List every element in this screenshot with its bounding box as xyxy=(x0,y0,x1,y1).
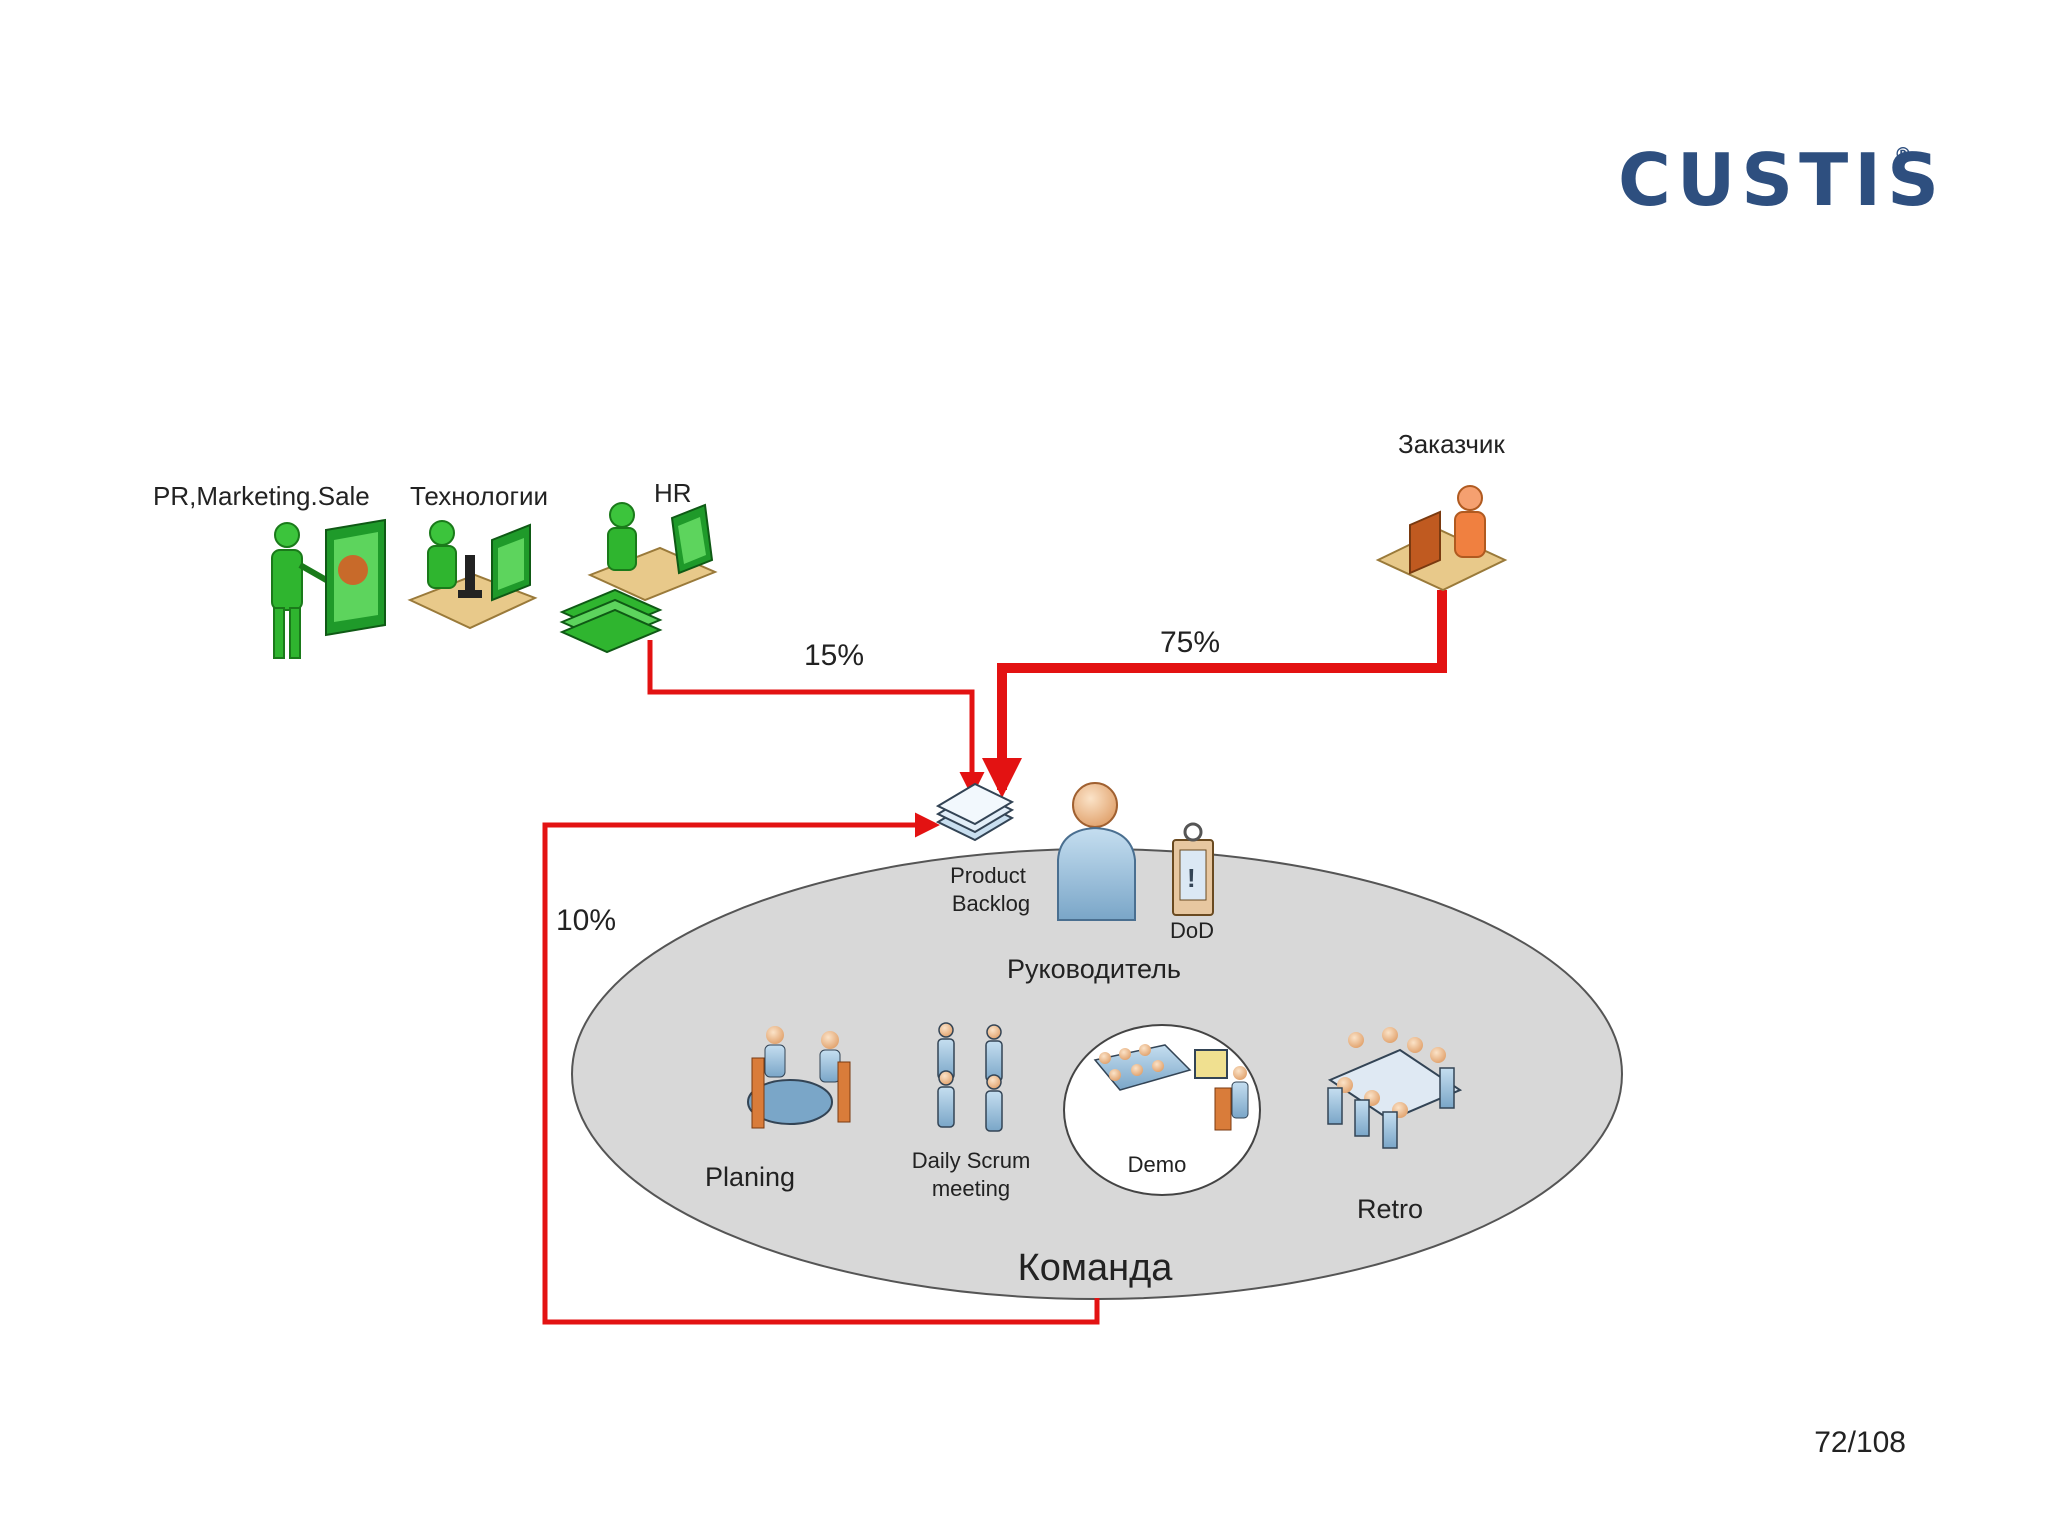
customer-share-label: 75% xyxy=(1160,626,1220,659)
daily-scrum-label-line1: Daily Scrum xyxy=(912,1148,1031,1173)
technologies-icon xyxy=(407,520,538,630)
retro-label: Retro xyxy=(1357,1194,1423,1224)
page-number: 72/108 xyxy=(1814,1426,1906,1459)
custis-logo: CUSTIS ® xyxy=(1618,138,1945,222)
manager-icon xyxy=(1057,782,1136,921)
hr-icon xyxy=(559,502,718,654)
product-backlog-label-line1: Product xyxy=(950,863,1026,888)
retro-icon xyxy=(1327,1027,1463,1149)
planning-label: Planing xyxy=(705,1162,795,1192)
hr-label: HR xyxy=(654,478,692,508)
product-backlog-icon xyxy=(935,782,1015,842)
customer-icon xyxy=(1375,485,1508,592)
flow-arrows xyxy=(542,590,1447,1325)
daily-scrum-icon xyxy=(937,1022,1003,1132)
daily-scrum-label-line2: meeting xyxy=(932,1176,1010,1201)
pr-marketing-icon xyxy=(271,518,386,659)
technologies-label: Технологии xyxy=(410,481,548,511)
demo-label: Demo xyxy=(1128,1152,1187,1177)
hr-share-label: 15% xyxy=(804,639,864,672)
planning-icon xyxy=(747,1026,851,1129)
svg-text:!: ! xyxy=(1187,863,1196,893)
svg-text:®: ® xyxy=(1894,144,1918,165)
dod-badge-icon: ! xyxy=(1172,822,1214,916)
customer-to-backlog-arrow xyxy=(982,590,1447,798)
manager-label: Руководитель xyxy=(1007,954,1181,984)
customer-label: Заказчик xyxy=(1398,429,1505,459)
team-label: Команда xyxy=(1018,1247,1174,1289)
team-feedback-arrow xyxy=(542,812,1100,1325)
diagram-labels: PR,Marketing.Sale Технологии HR Заказчик… xyxy=(153,429,1906,1459)
team-share-label: 10% xyxy=(556,904,616,937)
demo-icon xyxy=(1063,1024,1261,1196)
pr-marketing-label: PR,Marketing.Sale xyxy=(153,481,370,511)
product-backlog-label-line2: Backlog xyxy=(952,891,1030,916)
dod-label: DoD xyxy=(1170,918,1214,943)
hr-to-backlog-arrow xyxy=(647,640,985,797)
svg-text:CUSTIS: CUSTIS xyxy=(1618,138,1945,222)
